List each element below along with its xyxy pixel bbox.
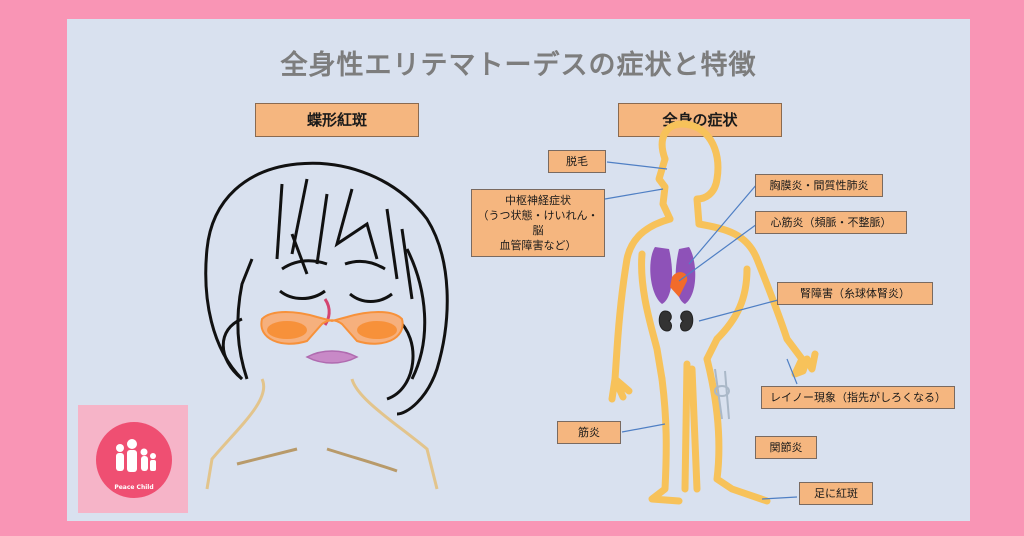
illustration: [204, 120, 819, 505]
family-icon: [116, 439, 156, 472]
lungs-icon: [650, 247, 696, 304]
label-pleurisy: 胸膜炎・間質性肺炎: [755, 174, 883, 197]
label-foot-erythema: 足に紅斑: [799, 482, 873, 505]
page-title: 全身性エリテマトーデスの症状と特徴: [280, 50, 757, 81]
cns-line-3: 血管障害など）: [499, 239, 577, 252]
systemic-symptoms-header: 全身の症状: [618, 103, 782, 137]
label-central-nervous-symptoms: 中枢神経症状 （うつ状態・けいれん・脳 血管障害など）: [471, 189, 605, 257]
label-kidney-disorder: 腎障害（糸球体腎炎）: [777, 282, 933, 305]
logo: Peace Child: [78, 405, 188, 513]
slide: 全身性エリテマトーデスの症状と特徴 蝶形紅斑 全身の症状: [67, 19, 970, 521]
knee-joint-icon: [714, 368, 730, 420]
label-myocarditis: 心筋炎（頻脈・不整脈）: [755, 211, 907, 234]
face-illustration: [204, 161, 449, 490]
label-raynaud: レイノー現象（指先がしろくなる）: [761, 386, 955, 409]
butterfly-rash-header: 蝶形紅斑: [255, 103, 419, 137]
logo-text: Peace Child: [114, 484, 154, 491]
logo-circle: Peace Child: [96, 422, 172, 498]
label-hair-loss: 脱毛: [548, 150, 606, 173]
cns-line-2: （うつ状態・けいれん・脳: [477, 209, 599, 237]
label-arthritis: 関節炎: [755, 436, 817, 459]
body-illustration: [608, 120, 819, 505]
cns-line-1: 中枢神経症状: [505, 194, 571, 207]
kidneys-icon: [658, 310, 694, 332]
label-myositis: 筋炎: [557, 421, 621, 444]
leader-lines: [604, 161, 798, 500]
